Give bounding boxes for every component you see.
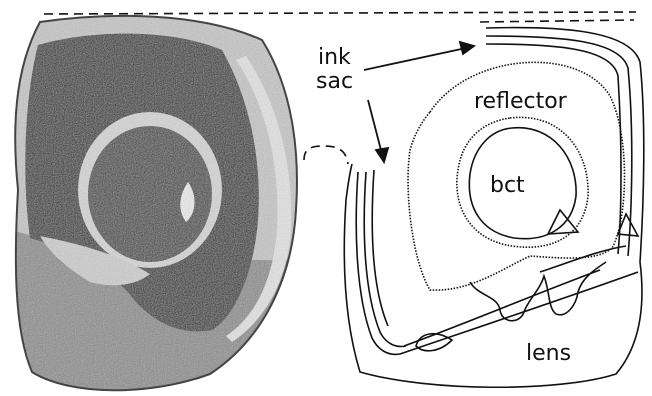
label-reflector: reflector bbox=[474, 89, 568, 114]
arrow-head-lower bbox=[376, 148, 388, 162]
label-sac: sac bbox=[316, 69, 353, 94]
label-bct: bct bbox=[490, 173, 525, 198]
outer-outline bbox=[344, 28, 644, 388]
section-photograph bbox=[0, 0, 320, 396]
arrow-head-upper bbox=[460, 42, 474, 54]
organ-diagram bbox=[344, 28, 644, 388]
ink-sac-arrows bbox=[364, 42, 474, 162]
label-lens: lens bbox=[526, 341, 571, 366]
lens-boundary bbox=[400, 272, 638, 354]
arrow-to-upper-sac bbox=[364, 48, 466, 70]
labels: ink sac reflector bct lens bbox=[316, 45, 571, 366]
label-ink: ink bbox=[318, 45, 351, 70]
arrow-to-lower-sac bbox=[368, 100, 382, 154]
